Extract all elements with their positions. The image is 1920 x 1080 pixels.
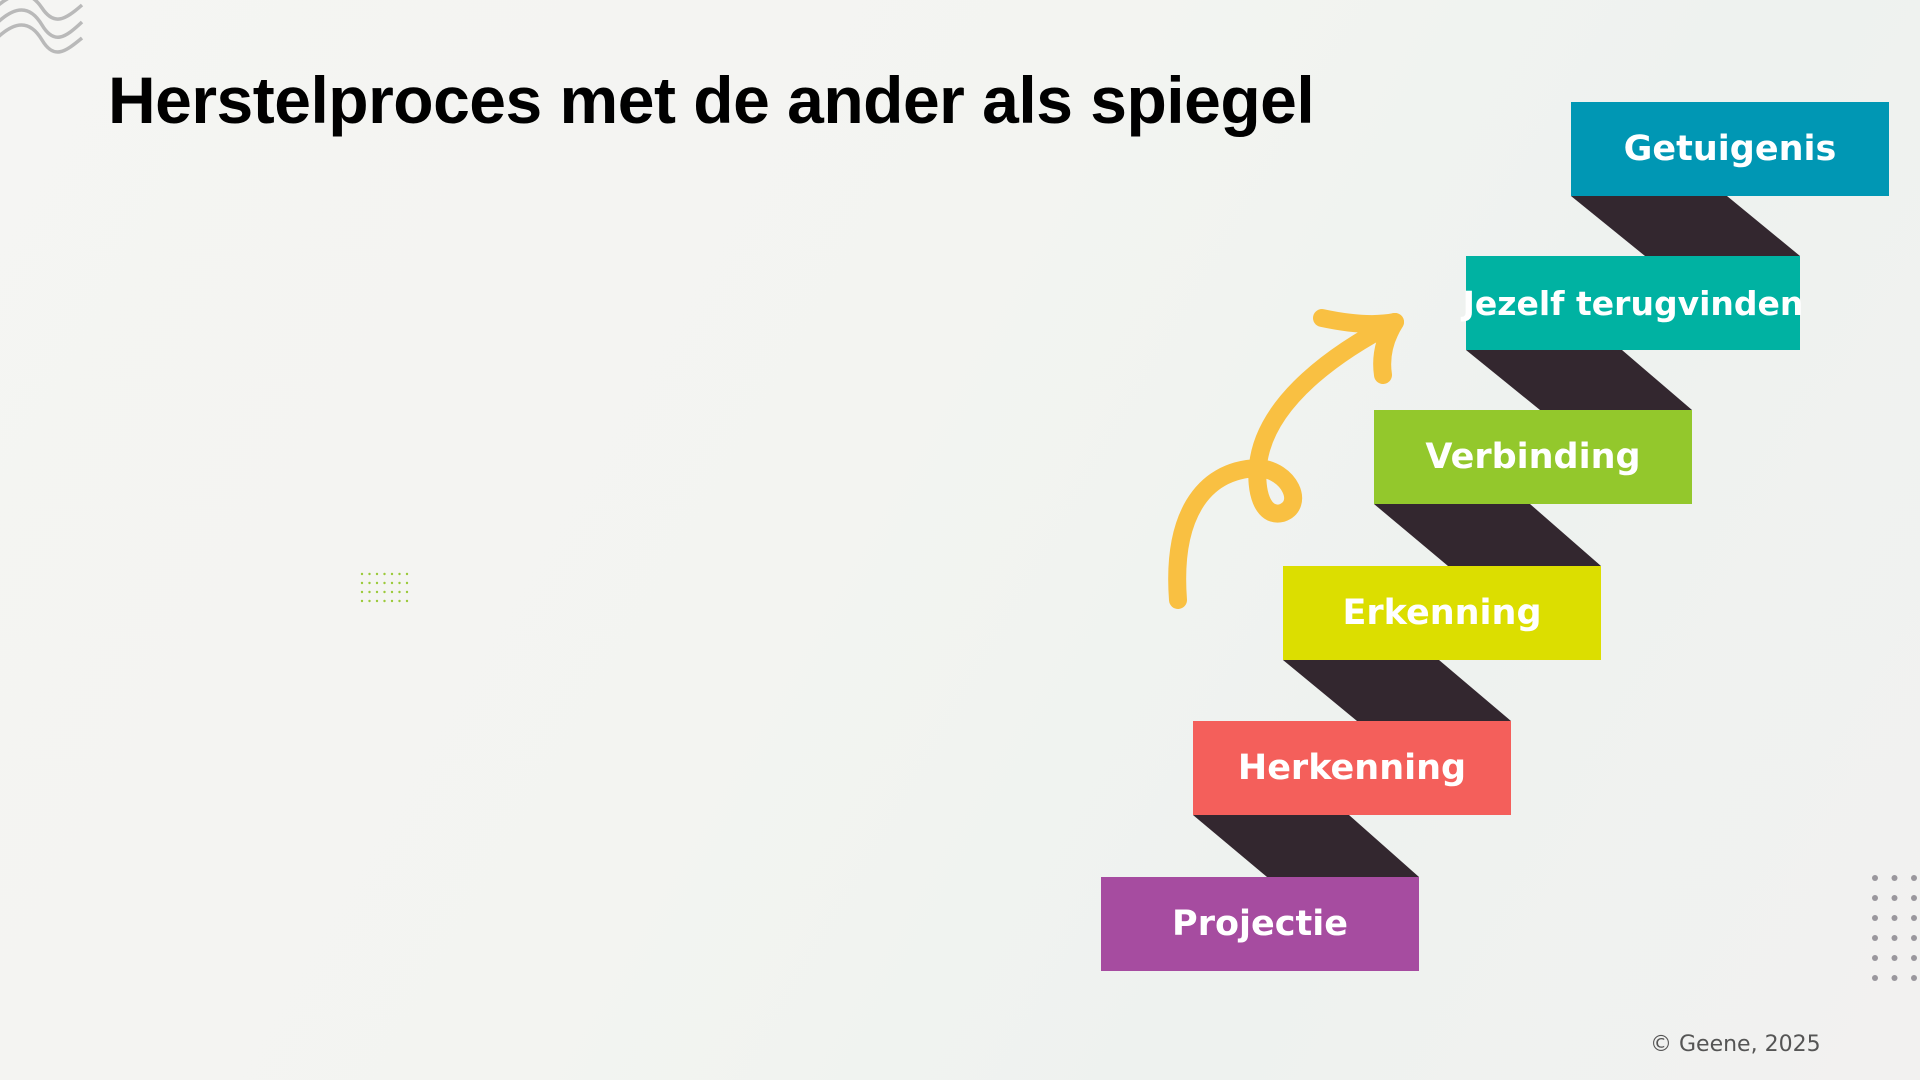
copyright: © Geene, 2025 — [1650, 1032, 1821, 1057]
dot — [1872, 955, 1878, 961]
dot — [398, 572, 401, 576]
dot — [405, 599, 409, 603]
dot — [398, 599, 401, 603]
dot — [375, 581, 379, 585]
dot — [1891, 895, 1898, 901]
wave-decoration-icon — [0, 0, 84, 54]
stair-connector — [1571, 196, 1800, 256]
dot — [375, 599, 379, 603]
dot — [1891, 915, 1898, 921]
dot — [360, 599, 364, 603]
dot — [1911, 975, 1917, 981]
step-getuigenis: Getuigenis — [1571, 102, 1889, 196]
dot — [1891, 955, 1898, 961]
stair-connector — [1374, 504, 1601, 566]
dot — [405, 590, 409, 594]
dot — [360, 572, 364, 576]
dot — [390, 581, 394, 585]
page-title: Herstelproces met de ander als spiegel — [108, 63, 1315, 137]
dot — [368, 581, 371, 585]
step-herkenning: Herkenning — [1193, 721, 1511, 815]
dot — [1891, 875, 1898, 881]
stair-connector — [1466, 350, 1692, 410]
dot — [1872, 975, 1878, 981]
dot — [383, 599, 386, 603]
dot — [368, 599, 371, 603]
dot — [1911, 955, 1917, 961]
dot — [1911, 875, 1917, 881]
dot — [398, 581, 401, 585]
dot — [383, 572, 386, 576]
dot — [390, 599, 394, 603]
dot — [383, 581, 386, 585]
step-jezelf-terugvinden: Jezelf terugvinden — [1463, 256, 1803, 350]
step-erkenning: Erkenning — [1283, 566, 1601, 660]
dot — [1911, 915, 1917, 921]
curved-arrow-icon — [1168, 309, 1404, 609]
dot — [375, 590, 379, 594]
dot — [360, 581, 364, 585]
step-verbinding: Verbinding — [1374, 410, 1692, 504]
dot — [405, 572, 409, 576]
dot — [1911, 935, 1917, 941]
dot — [405, 581, 409, 585]
dot — [1872, 895, 1878, 901]
green-dot-grid-icon — [360, 572, 409, 603]
gray-dot-grid-icon — [1872, 875, 1917, 981]
stair-connectors — [1193, 196, 1800, 877]
dot — [1891, 975, 1898, 981]
stair-connector — [1283, 660, 1511, 721]
dot — [398, 590, 401, 594]
dot — [360, 590, 364, 594]
dot — [1891, 935, 1898, 941]
dot — [1872, 875, 1878, 881]
stair-connector — [1193, 815, 1419, 877]
dot — [368, 572, 371, 576]
dot — [1872, 935, 1878, 941]
dot — [390, 572, 394, 576]
dot — [1911, 895, 1917, 901]
dot — [375, 572, 379, 576]
dot — [368, 590, 371, 594]
step-projectie: Projectie — [1101, 877, 1419, 971]
dot — [1872, 915, 1878, 921]
dot — [383, 590, 386, 594]
dot — [390, 590, 394, 594]
